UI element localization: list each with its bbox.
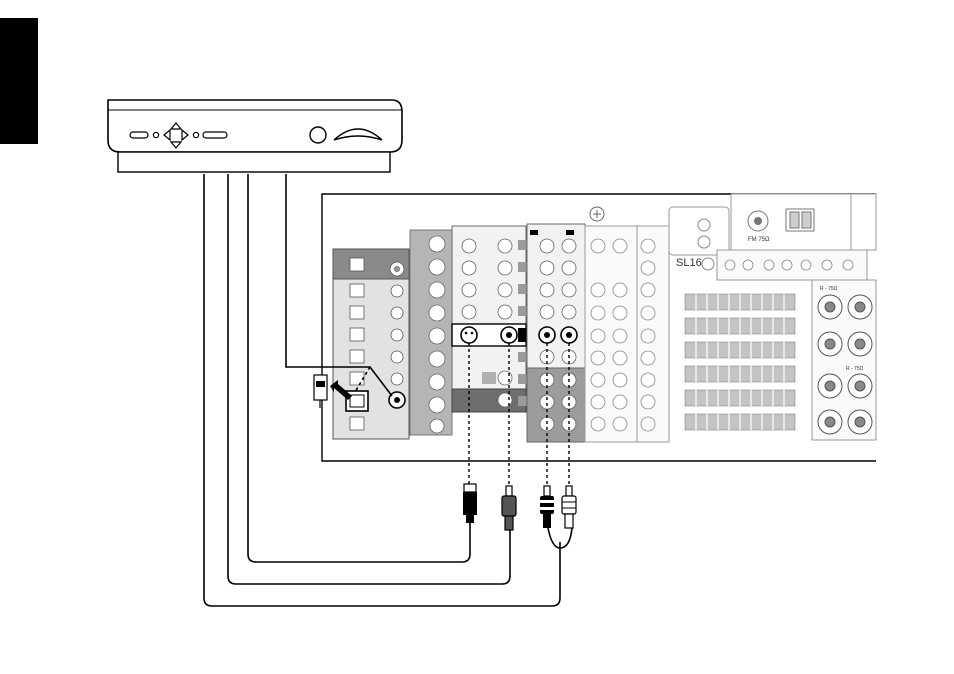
audio-left-plug [540, 486, 554, 528]
port-label-left: R - 75Ω [820, 286, 838, 292]
video-rca-plug [502, 486, 516, 530]
panel-mark: SL16 [676, 257, 702, 269]
receiver-rear-panel: SL16 FM 75Ω [322, 194, 876, 461]
source-component [108, 100, 402, 172]
page-tab [0, 18, 38, 144]
front-slot-left [130, 132, 148, 138]
audio-right-plug [562, 486, 576, 528]
svideo-plug [463, 484, 477, 523]
rca-column-gray [429, 236, 445, 433]
antenna-label: FM 75Ω [748, 237, 770, 243]
front-slot-right [203, 132, 227, 138]
power-knob-icon [310, 127, 326, 143]
svideo-input-jack [461, 327, 477, 343]
port-label-right: R - 75Ω [846, 366, 864, 372]
